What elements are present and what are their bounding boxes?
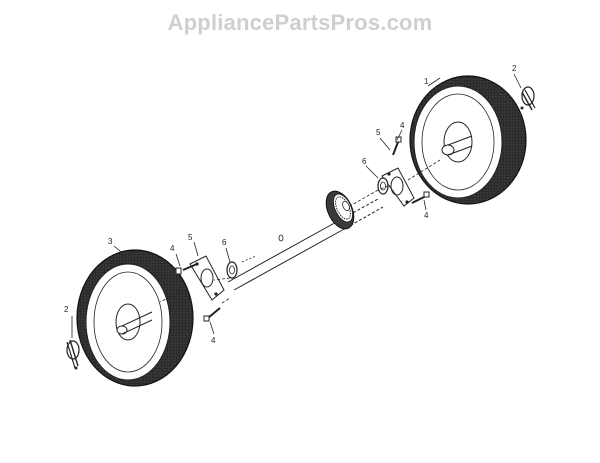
callout-bracket-left: 5 (188, 233, 193, 242)
callout-bolt-left-bottom: 4 (211, 336, 216, 345)
axle-gear (325, 190, 355, 230)
bolt-left-top[interactable] (175, 263, 198, 275)
bearing-bracket-right[interactable] (381, 167, 415, 207)
hitch-pin-right[interactable] (520, 86, 536, 111)
assembly-lines (71, 73, 522, 338)
callout-bolt-right-bottom: 4 (424, 211, 429, 220)
callout-washer-left: 6 (222, 238, 227, 247)
watermark-logo: AppliancePartsPros.com (167, 10, 433, 35)
callout-bracket-right: 5 (376, 128, 381, 137)
callout-pin-right: 2 (512, 64, 517, 73)
callout-bolt-left-top: 4 (170, 244, 175, 253)
bearing-bracket-left[interactable] (189, 255, 225, 301)
bolt-left-bottom[interactable] (203, 307, 221, 322)
washer-left[interactable] (226, 261, 238, 279)
hitch-pin-left[interactable] (66, 339, 80, 370)
callout-pin-left: 2 (64, 305, 69, 314)
callout-bolt-right-top: 4 (400, 121, 405, 130)
bolt-right-bottom[interactable] (411, 191, 430, 204)
callout-wheel-left: 3 (108, 237, 113, 246)
wheel-left[interactable] (76, 249, 194, 387)
axle-shaft (227, 198, 384, 291)
callout-wheel-right: 1 (424, 77, 429, 86)
wheel-right[interactable] (409, 75, 527, 205)
callout-washer-right: 6 (362, 157, 367, 166)
washer-right[interactable] (377, 177, 389, 195)
